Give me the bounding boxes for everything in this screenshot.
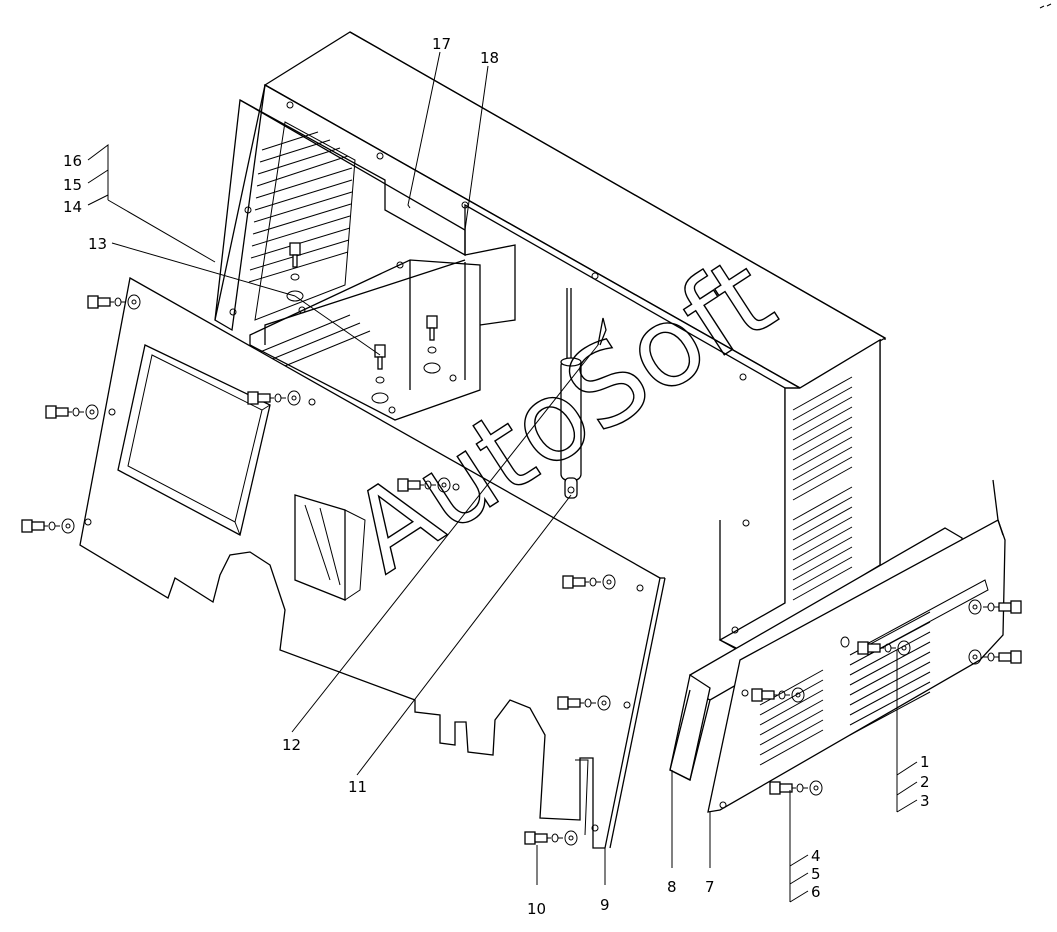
callout-4: 4 (811, 847, 821, 865)
callout-labels: 1 2 3 4 5 6 7 8 9 10 11 12 13 14 15 16 1… (63, 35, 930, 918)
corner-mark (1039, 3, 1052, 9)
screw-washer (968, 649, 1022, 665)
screw-washer (769, 780, 823, 796)
callout-10: 10 (527, 900, 546, 918)
callout-16: 16 (63, 152, 82, 170)
callout-15: 15 (63, 176, 82, 194)
screw-washer (968, 599, 1022, 615)
screw-washer (557, 695, 611, 711)
screw-washer (524, 830, 578, 846)
callout-7: 7 (705, 878, 715, 896)
callout-3: 3 (920, 792, 930, 810)
callout-17: 17 (432, 35, 451, 53)
rear-housing-left-vents (248, 121, 356, 321)
screw-washer (87, 294, 141, 310)
rear-housing-right-vents (792, 376, 853, 601)
callout-11: 11 (348, 778, 367, 796)
screw-washer (751, 687, 805, 703)
tray-bolt (423, 315, 441, 374)
callout-12: 12 (282, 736, 301, 754)
callout-18: 18 (480, 49, 499, 67)
callout-9: 9 (600, 896, 610, 914)
callout-13: 13 (88, 235, 107, 253)
leader-lines (87, 51, 918, 903)
front-panel (79, 276, 666, 849)
screw-washer (397, 477, 451, 493)
callout-6: 6 (811, 883, 821, 901)
screw-washer (21, 518, 75, 534)
rear-housing (214, 31, 887, 651)
callout-1: 1 (920, 753, 930, 771)
screw-washer (857, 640, 911, 656)
screw-washer (45, 404, 99, 420)
screw-washer (247, 390, 301, 406)
gas-strut (560, 288, 607, 499)
inner-tray (249, 242, 481, 421)
screw-washer (562, 574, 616, 590)
callout-14: 14 (63, 198, 82, 216)
callout-8: 8 (667, 878, 677, 896)
callout-2: 2 (920, 773, 930, 791)
side-panel (669, 479, 1006, 813)
screw-set (21, 294, 1022, 846)
tray-bolt (286, 242, 304, 302)
callout-5: 5 (811, 865, 821, 883)
